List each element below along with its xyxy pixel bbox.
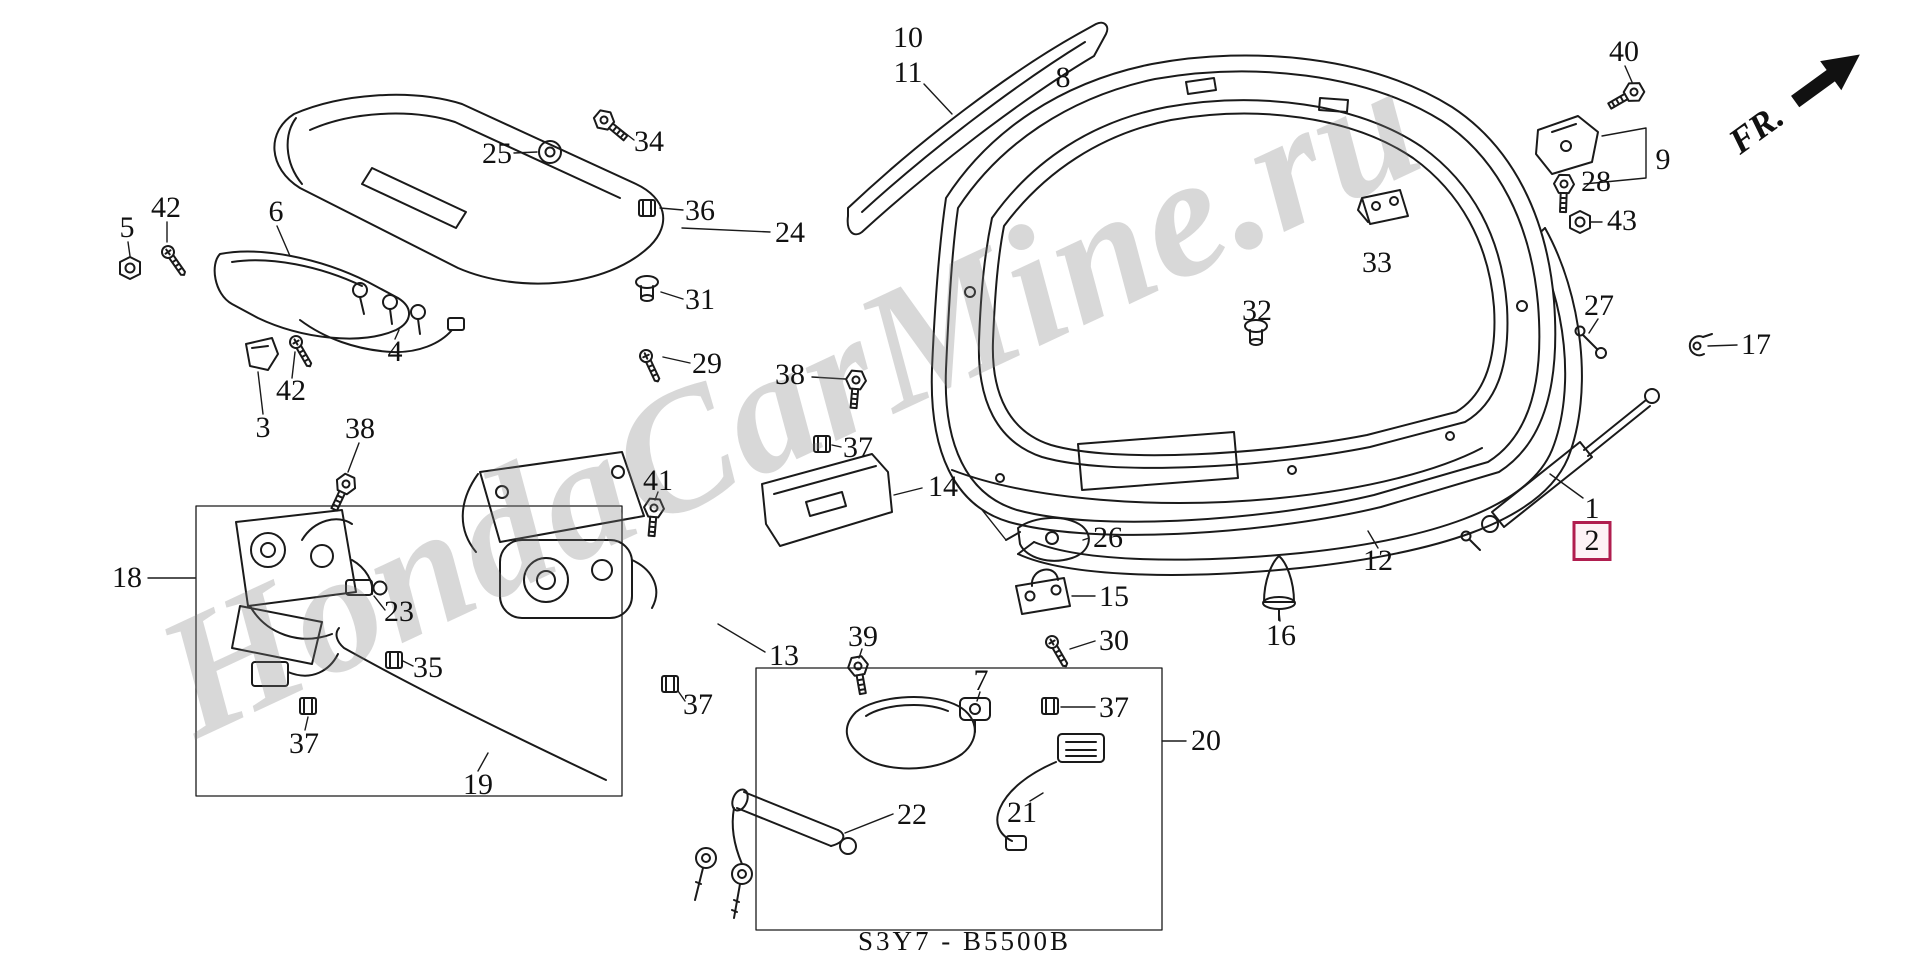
part-label[interactable]: 12 bbox=[1363, 544, 1393, 577]
part-label[interactable]: 22 bbox=[897, 798, 927, 831]
part-label[interactable]: 18 bbox=[112, 561, 142, 594]
part-label[interactable]: 21 bbox=[1007, 796, 1037, 829]
part-label[interactable]: 43 bbox=[1607, 204, 1637, 237]
part-label[interactable]: 42 bbox=[151, 191, 181, 224]
part-label[interactable]: 25 bbox=[482, 137, 512, 170]
part-clip-3 bbox=[245, 337, 279, 371]
part-label[interactable]: 29 bbox=[692, 347, 722, 380]
part-label[interactable]: 14 bbox=[928, 470, 958, 503]
part-label[interactable]: 27 bbox=[1584, 289, 1614, 322]
part-label[interactable]: 33 bbox=[1362, 246, 1392, 279]
part-label[interactable]: 31 bbox=[685, 283, 715, 316]
part-label[interactable]: 40 bbox=[1609, 35, 1639, 68]
part-label[interactable]: 5 bbox=[119, 211, 135, 244]
part-label[interactable]: 30 bbox=[1099, 624, 1129, 657]
part-label[interactable]: 37 bbox=[1099, 691, 1129, 724]
part-label[interactable]: 17 bbox=[1741, 328, 1771, 361]
part-bracket-26 bbox=[1005, 516, 1090, 562]
part-spoiler-24 bbox=[273, 93, 665, 285]
part-label[interactable]: 37 bbox=[683, 688, 713, 721]
part-gas-strut-1-2 bbox=[1460, 388, 1660, 551]
part-tailgate-panel-8 bbox=[930, 54, 1557, 536]
part-striker-15 bbox=[1015, 568, 1071, 615]
part-label[interactable]: 39 bbox=[848, 620, 878, 653]
part-lock-assembly-18 bbox=[195, 505, 623, 797]
part-license-garnish-14 bbox=[761, 453, 893, 547]
part-label[interactable]: 9 bbox=[1655, 143, 1671, 176]
part-label[interactable]: 42 bbox=[276, 374, 306, 407]
part-hinge-9 bbox=[1535, 115, 1599, 175]
part-switch-23 bbox=[345, 579, 388, 596]
part-stop-light-6 bbox=[213, 250, 410, 340]
part-label[interactable]: 7 bbox=[973, 664, 989, 697]
part-label[interactable]: 35 bbox=[413, 651, 443, 684]
part-label[interactable]: 11 bbox=[893, 56, 923, 89]
part-harness-4 bbox=[299, 282, 465, 354]
part-label[interactable]: 8 bbox=[1055, 61, 1071, 94]
part-lock-cylinder-group-20 bbox=[694, 667, 1163, 931]
part-label[interactable]: 36 bbox=[685, 194, 715, 227]
part-label[interactable]: 6 bbox=[268, 195, 284, 228]
part-hinge-33 bbox=[1357, 189, 1409, 225]
part-label[interactable]: 10 bbox=[893, 21, 923, 54]
part-label[interactable]: 34 bbox=[634, 125, 664, 158]
drawing-code: S3Y7 - B5500B bbox=[858, 926, 1072, 956]
part-lock-rod-19 bbox=[335, 627, 607, 781]
part-label[interactable]: 2 bbox=[1572, 521, 1612, 561]
part-label[interactable]: 15 bbox=[1099, 580, 1129, 613]
part-ball-stud-27 bbox=[1574, 325, 1607, 359]
part-label[interactable]: 3 bbox=[255, 411, 271, 444]
part-label[interactable]: 37 bbox=[843, 431, 873, 464]
part-label[interactable]: 16 bbox=[1266, 619, 1296, 652]
part-label[interactable]: 26 bbox=[1093, 521, 1123, 554]
part-label[interactable]: 4 bbox=[387, 335, 403, 368]
part-label[interactable]: 13 bbox=[769, 639, 799, 672]
part-label[interactable]: 1 bbox=[1584, 492, 1600, 525]
part-label[interactable]: 37 bbox=[289, 727, 319, 760]
part-label[interactable]: 32 bbox=[1242, 294, 1272, 327]
part-label[interactable]: 41 bbox=[643, 464, 673, 497]
part-actuator-13 bbox=[461, 451, 658, 619]
part-label[interactable]: 38 bbox=[775, 358, 805, 391]
part-label[interactable]: 28 bbox=[1581, 165, 1611, 198]
part-label[interactable]: 38 bbox=[345, 412, 375, 445]
part-label[interactable]: 23 bbox=[384, 595, 414, 628]
part-clip-17 bbox=[1688, 333, 1713, 357]
part-label[interactable]: 19 bbox=[463, 768, 493, 801]
part-stopper-16 bbox=[1262, 555, 1296, 621]
part-label[interactable]: 24 bbox=[775, 216, 805, 249]
part-roof-garnish-10-11 bbox=[846, 21, 1109, 236]
part-label[interactable]: 20 bbox=[1191, 724, 1221, 757]
